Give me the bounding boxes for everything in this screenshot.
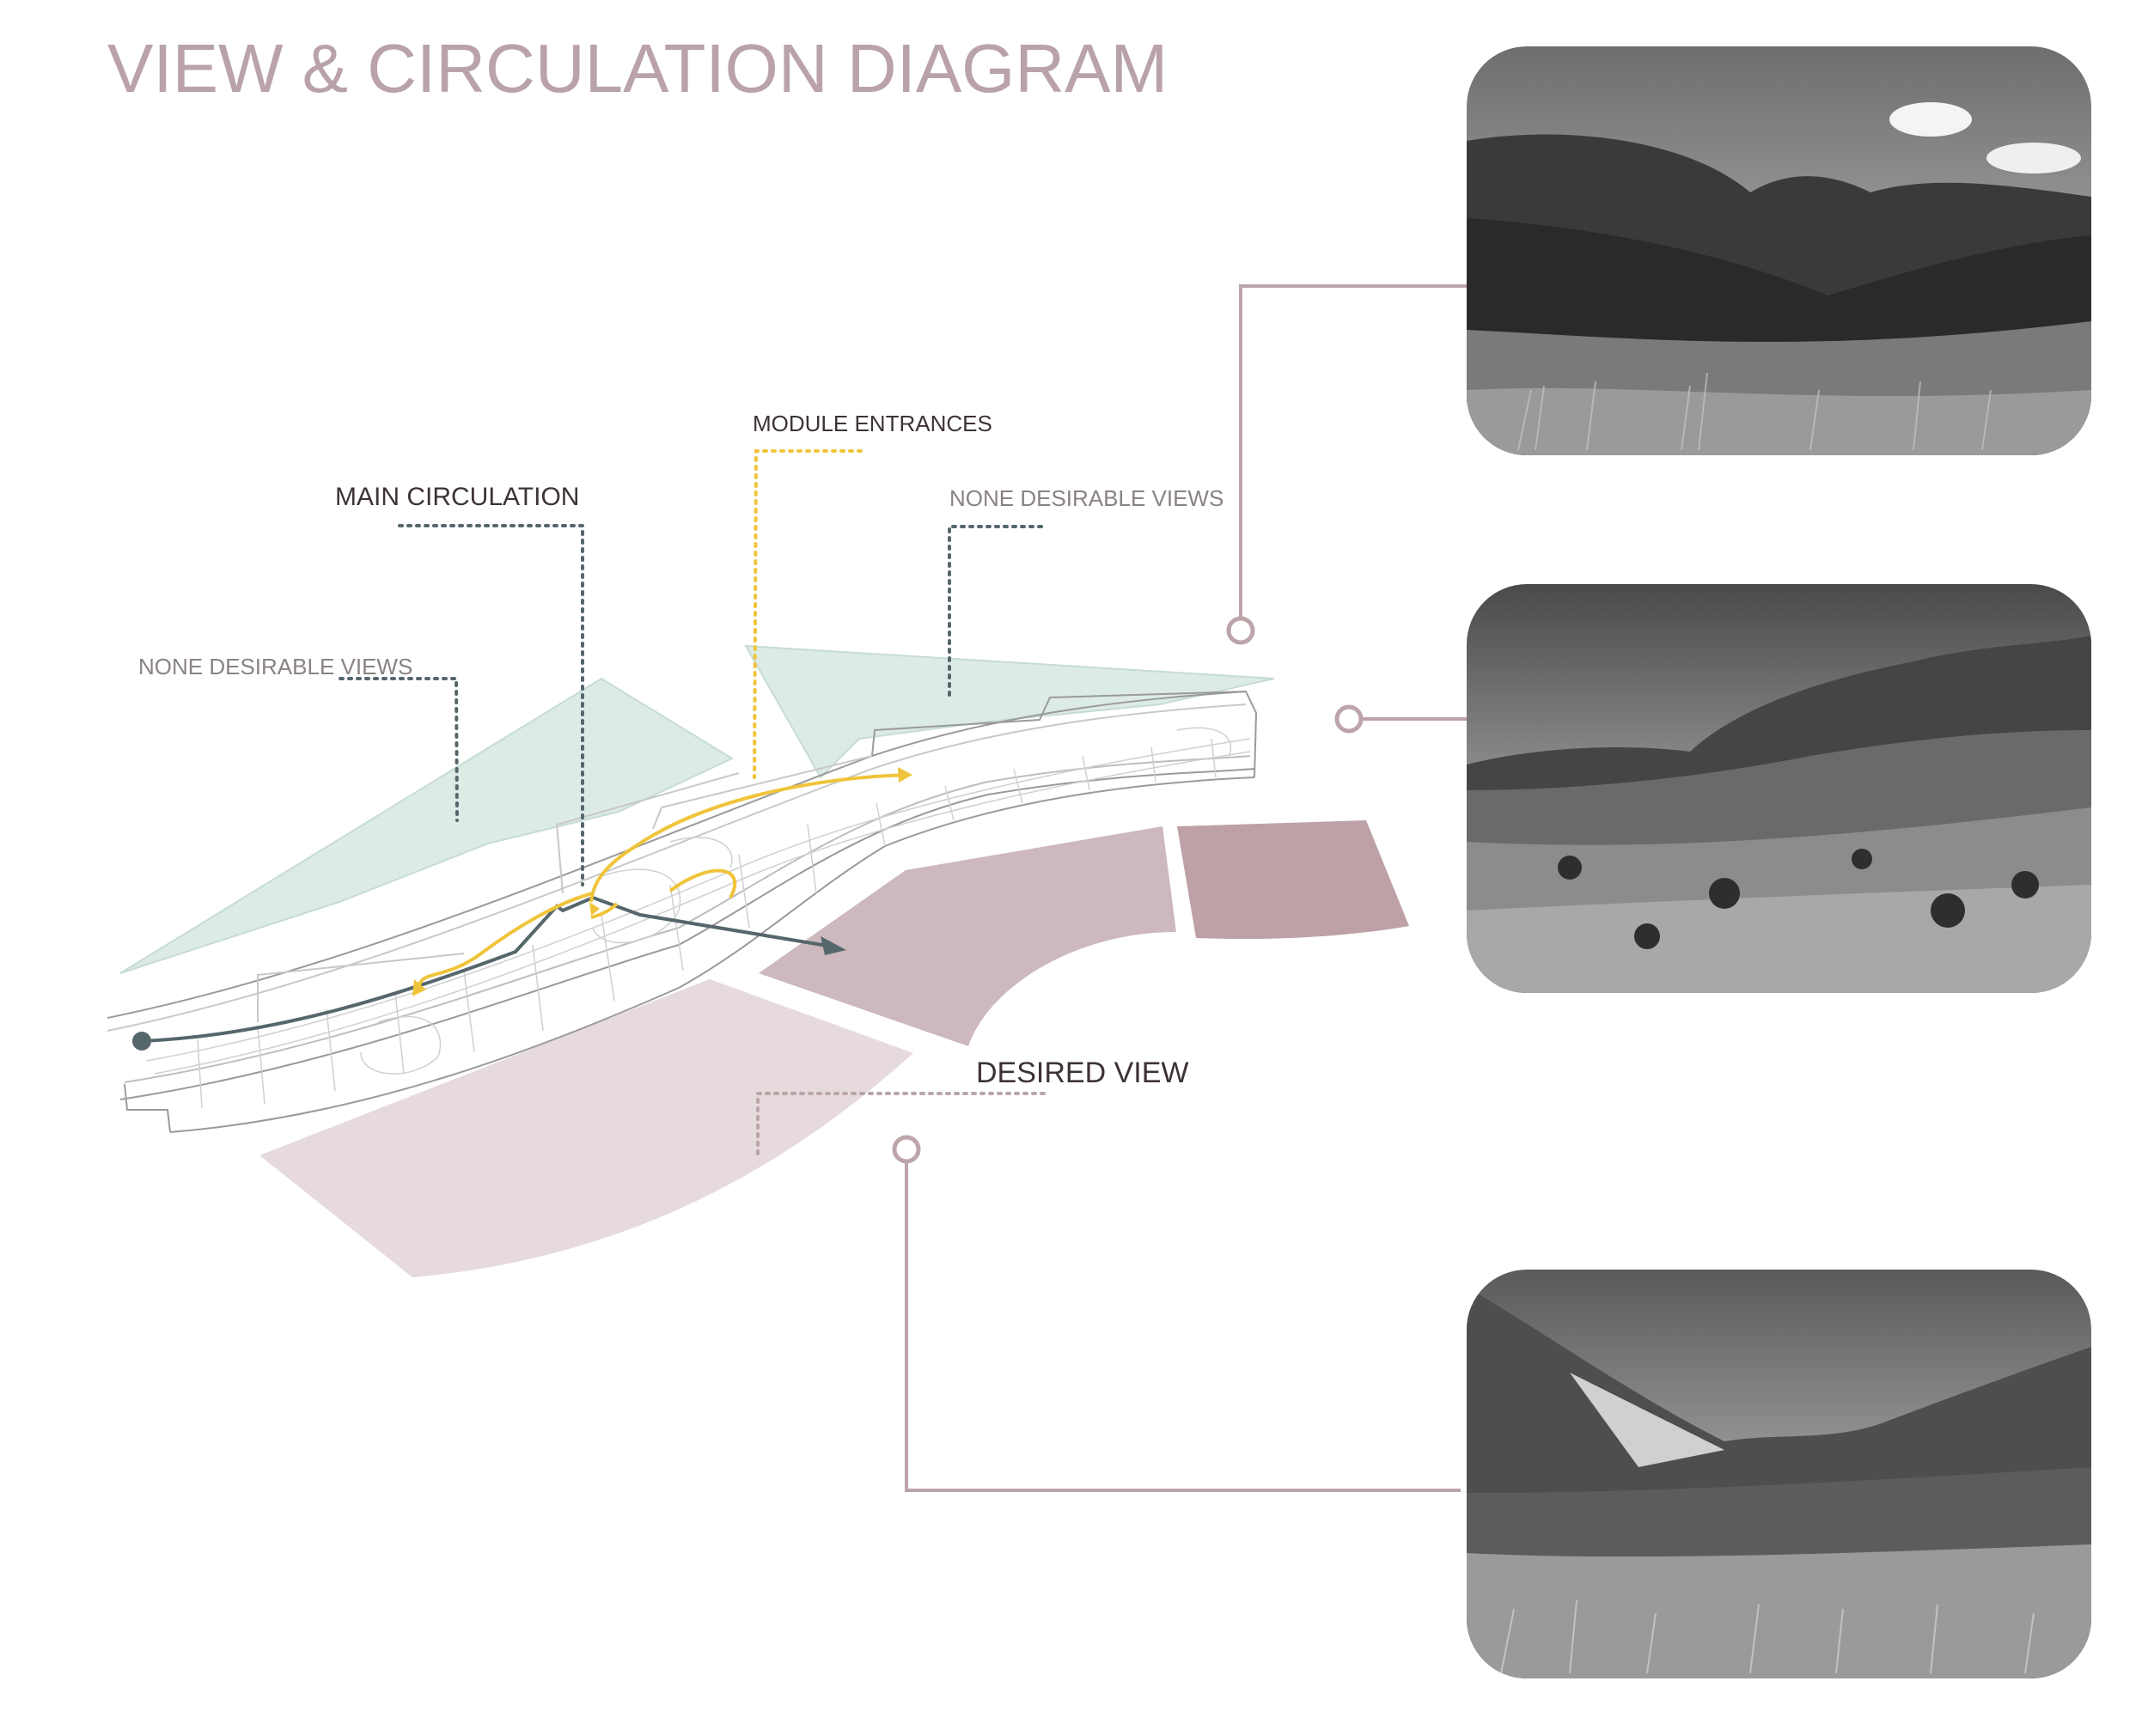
module-entrance-arrows xyxy=(418,773,910,987)
photo-anchor-bottom xyxy=(892,1135,921,1164)
entrance-arrowhead-2 xyxy=(412,979,426,996)
undesirable-view-zone-right xyxy=(744,644,1275,779)
main-circulation-leader xyxy=(398,524,584,886)
module-entrances-label: MODULE ENTRANCES xyxy=(753,411,992,436)
desired-view-zone-right xyxy=(1177,820,1409,940)
circulation-start-dot xyxy=(132,1032,151,1051)
mountain-view-photo-middle xyxy=(1467,584,2091,993)
desired-view-zone-large xyxy=(259,979,913,1277)
desired-view-label: DESIRED VIEW xyxy=(976,1057,1189,1089)
entrance-arrowhead-3 xyxy=(589,902,600,916)
entrance-arrowhead-1 xyxy=(898,767,912,783)
main-circulation-path xyxy=(141,895,846,1043)
mountain-view-photo-bottom xyxy=(1467,1270,2091,1678)
desired-view-zone-middle xyxy=(759,826,1176,1046)
photo-anchor-top xyxy=(1226,616,1255,645)
undesirable-view-zone-left xyxy=(119,677,735,974)
photo-connectors xyxy=(905,284,1467,1492)
page-title: VIEW & CIRCULATION DIAGRAM xyxy=(107,30,1169,107)
mountain-view-photo-top xyxy=(1467,46,2091,455)
undesirable-views-label-right: NONE DESIRABLE VIEWS xyxy=(949,485,1224,511)
undesirable-right-leader xyxy=(948,525,1043,699)
desired-view-leader xyxy=(756,1092,1046,1161)
module-entrances-leader xyxy=(753,449,863,779)
undesirable-views-label-left: NONE DESIRABLE VIEWS xyxy=(138,654,413,679)
main-circulation-label: MAIN CIRCULATION xyxy=(335,483,580,511)
undesirable-left-leader xyxy=(339,677,459,822)
photo-anchor-middle xyxy=(1334,704,1364,734)
